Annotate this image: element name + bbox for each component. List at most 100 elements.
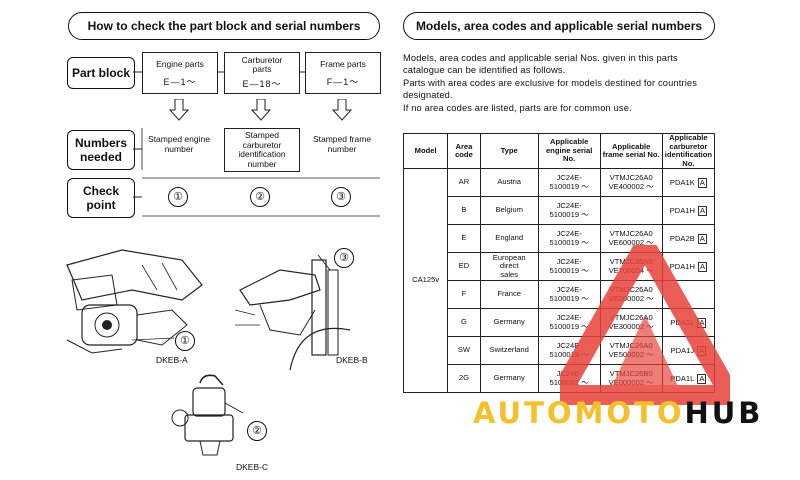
intro-paragraph: Models, area codes and applicable serial… [403, 53, 678, 76]
right-section-title: Models, area codes and applicable serial… [403, 12, 715, 40]
carburetor-id: PDA1K [669, 177, 695, 187]
watermark-part2: HUB [684, 396, 764, 430]
frame-number-needed: Stamped frame number [312, 134, 372, 154]
frame-parts-block: Frame parts F—1〜 [305, 52, 381, 94]
engine-number-needed: Stamped engine number [148, 134, 210, 154]
carburetor-id: PDA1L [670, 373, 695, 383]
check-point-3: ③ [331, 187, 351, 207]
callout-engine-number: ① [175, 331, 195, 351]
carburetor-mark: A [697, 345, 707, 356]
carburetor-parts-code: E—18〜 [242, 79, 282, 89]
engine-serial-cell: JC24E- 5100001 〜 [537, 364, 601, 393]
watermark-text: AUTOMOTOHUB [473, 396, 763, 430]
engine-serial-cell: JC24E- 5100019 〜 [537, 308, 601, 337]
carburetor-id: PDA2B [669, 233, 695, 243]
engine-illustration [66, 249, 203, 354]
engine-serial-cell: JC24E- 5100019 〜 [537, 196, 601, 225]
type-cell: France [479, 280, 539, 309]
carburetor-mark: A [698, 205, 708, 216]
frame-serial-cell: VTMJC26A0 VE600002 〜 [599, 224, 663, 253]
frame-parts-label: Frame parts [320, 58, 366, 69]
type-cell: England [479, 224, 539, 253]
frame-serial-cell: VTMJC26A0 VE400002 〜 [599, 168, 663, 197]
row-label-part-block: Part block [67, 57, 135, 89]
frame-parts-code: F—1〜 [326, 76, 360, 87]
type-cell: Germany [479, 364, 539, 393]
carburetor-id: PDA1H [669, 205, 695, 215]
header-area-code: Area code [447, 133, 481, 169]
engine-parts-block: Engine parts E—1〜 [142, 52, 218, 94]
area-code-cell: G [447, 308, 481, 337]
header-carburetor-id: Applicable carburetor identification No. [661, 133, 716, 169]
header-type: Type [479, 133, 539, 169]
figure-label-b: DKEB-B [336, 355, 368, 365]
frame-serial-cell: VTMJC26A0 VE000002 〜 [599, 280, 663, 309]
intro-text: Models, area codes and applicable serial… [403, 52, 715, 114]
row-label-check-point: Check point [67, 178, 135, 218]
header-engine-serial: Applicable engine serial No. [537, 133, 601, 169]
area-code-cell: ED [447, 252, 481, 281]
carburetor-mark: A [697, 373, 707, 384]
carburetor-illustration [171, 374, 244, 456]
carburetor-id-cell [661, 280, 716, 309]
engine-parts-label: Engine parts [156, 58, 204, 69]
area-code-cell: F [447, 280, 481, 309]
carburetor-mark: A [697, 177, 707, 188]
type-cell: Austria [479, 168, 539, 197]
figure-label-c: DKEB-C [236, 462, 269, 472]
area-code-cell: B [447, 196, 481, 225]
engine-serial-cell: JC24E- 5100019 〜 [537, 224, 601, 253]
header-frame-serial: Applicable frame serial No. [599, 133, 663, 169]
frame-serial-cell: VTMJC26B0 VE000002 〜 [599, 364, 663, 393]
engine-serial-cell: JC24E- 5100019 〜 [537, 336, 601, 365]
frame-serial-cell [599, 196, 663, 225]
check-point-2: ② [250, 187, 270, 207]
row-label-numbers-needed: Numbers needed [67, 130, 135, 170]
header-model: Model [402, 133, 449, 169]
area-code-cell: AR [447, 168, 481, 197]
frame-illustration [234, 254, 351, 370]
type-cell: European direct sales [479, 252, 539, 281]
carburetor-id: PDA1L [670, 317, 695, 327]
left-section-title: How to check the part block and serial n… [68, 12, 380, 40]
carburetor-parts-block: Carburetor parts E—18〜 [224, 52, 300, 94]
check-point-1: ① [168, 187, 188, 207]
area-code-cell: SW [447, 336, 481, 365]
frame-serial-cell: VTMJC26A0 VE500002 〜 [599, 336, 663, 365]
arrow-down-icon [251, 99, 271, 121]
model-cell: CA125v [402, 168, 449, 393]
table-header-row: Model Area code Type Applicable engine s… [402, 133, 716, 169]
type-cell: Belgium [479, 196, 539, 225]
watermark-part1: AUTOMOTO [473, 396, 685, 430]
frame-serial-cell: VTMJC26A0 VE700004 〜 [599, 252, 663, 281]
callout-carburetor-number: ② [247, 421, 267, 441]
intro-paragraph: Parts with area codes are exclusive for … [403, 77, 698, 101]
carburetor-mark: A [697, 233, 707, 244]
callout-frame-number: ③ [334, 248, 354, 268]
intro-paragraph: If no area codes are listed, parts are f… [403, 102, 632, 113]
engine-serial-cell: JC24E- 5100019 〜 [537, 168, 601, 197]
type-cell: Germany [479, 308, 539, 337]
carburetor-number-needed: Stamped carburetor identification number [238, 130, 286, 169]
type-cell: Switzerland [479, 336, 539, 365]
arrow-down-icon [169, 99, 189, 121]
arrow-down-icon [332, 99, 352, 121]
carburetor-mark: A [698, 261, 708, 272]
engine-serial-cell: JC24E- 5100019 〜 [537, 252, 601, 281]
frame-serial-cell: VTMJC26A0 VE300002 〜 [599, 308, 663, 337]
carburetor-id: PDA1J [670, 345, 695, 355]
engine-parts-code: E—1〜 [163, 76, 197, 87]
